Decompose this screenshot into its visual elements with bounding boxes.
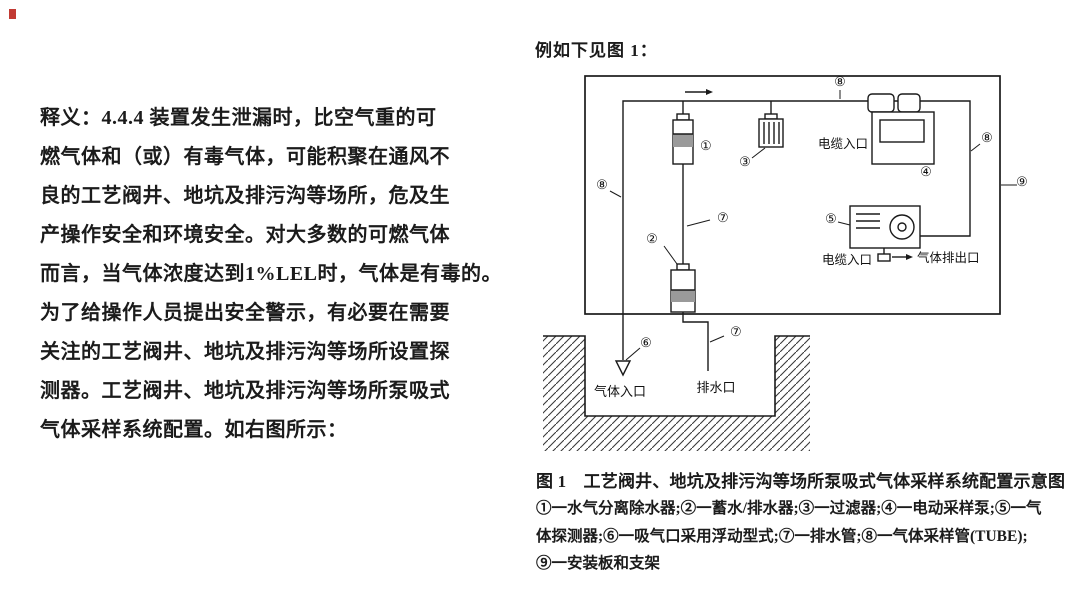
water-storage-drainer: [670, 263, 696, 313]
figure-legend: ①一水气分离除水器;②一蓄水/排水器;③一过滤器;④一电动采样泵;⑤一气 体探测…: [536, 495, 1041, 578]
enclosure-panel: [584, 75, 1001, 315]
label-4-icon: ④: [920, 164, 932, 179]
filter-component: [758, 101, 784, 148]
cable-inlet-label: 电缆入口: [818, 137, 868, 151]
piping-and-components: [584, 75, 1017, 377]
legend-line: ⑨一安装板和支架: [536, 555, 661, 572]
gas-inlet-label: 气体入口: [594, 384, 646, 399]
text-line: 产操作安全和环境安全。对大多数的可燃气体: [40, 224, 450, 246]
flow-arrow-head: [706, 89, 713, 95]
text-line: 气体采样系统配置。如右图所示：: [40, 419, 348, 441]
text-line: 关注的工艺阀井、地坑及排污沟等场所设置探: [40, 341, 450, 363]
gas-outlet-label: 气体排出口: [917, 250, 980, 265]
figure-intro: 例如下见图 1：: [535, 41, 658, 60]
text-line: 释义：4.4.4 装置发生泄漏时，比空气重的可: [40, 107, 437, 129]
label-8-icon: ⑧: [596, 177, 608, 192]
interpretation-paragraph: 释义：4.4.4 装置发生泄漏时，比空气重的可 燃气体和（或）有毒气体，可能积聚…: [40, 99, 545, 450]
text-line: 为了给操作人员提出安全警示，有必要在需要: [40, 302, 450, 324]
sampling-tube-main: [622, 100, 971, 360]
label-5-icon: ⑤: [825, 211, 837, 226]
water-gas-separator: [672, 101, 694, 165]
diagram-labels: ① ② ③ ④ ⑤ ⑥ ⑦ ⑦ ⑧ ⑧ ⑧ ⑨ 电缆入口 电缆入口 气体排出口 …: [594, 74, 1028, 399]
gas-outlet-arrow-head: [906, 254, 913, 260]
cable-inlet-label: 电缆入口: [822, 253, 872, 267]
electric-sampling-pump: [867, 93, 935, 165]
label-7-icon: ⑦: [717, 210, 729, 225]
legend-line: 体探测器;⑥一吸气口采用浮动型式;⑦一排水管;⑧一气体采样管(TUBE);: [536, 527, 1028, 545]
text-line: 测器。工艺阀井、地坑及排污沟等场所泵吸式: [40, 380, 450, 402]
drain-outlet-label: 排水口: [696, 380, 735, 395]
legend-line: ①一水气分离除水器;②一蓄水/排水器;③一过滤器;④一电动采样泵;⑤一气: [536, 500, 1042, 517]
label-8-icon: ⑧: [834, 74, 846, 89]
pit-outline: [543, 335, 810, 417]
text-line: 燃气体和（或）有毒气体，可能积聚在通风不: [40, 146, 450, 168]
label-6-icon: ⑥: [640, 335, 652, 350]
red-marker: [9, 9, 16, 19]
drain-pipe: [682, 312, 709, 371]
figure-caption: 图 1 工艺阀井、地坑及排污沟等场所泵吸式气体采样系统配置示意图: [536, 472, 1066, 491]
label-1-icon: ①: [700, 138, 712, 153]
floating-suction-port: [614, 360, 632, 377]
ground-hatch: [543, 336, 810, 451]
leader-lines: [609, 90, 1017, 361]
label-8-icon: ⑧: [981, 130, 993, 145]
label-7-icon: ⑦: [730, 324, 742, 339]
label-2-icon: ②: [646, 231, 658, 246]
figure-1-diagram: ① ② ③ ④ ⑤ ⑥ ⑦ ⑦ ⑧ ⑧ ⑧ ⑨ 电缆入口 电缆入口 气体排出口 …: [543, 74, 1028, 451]
label-9-icon: ⑨: [1016, 174, 1028, 189]
text-line: 而言，当气体浓度达到1%LEL时，气体是有毒的。: [40, 263, 503, 285]
label-3-icon: ③: [739, 154, 751, 169]
text-line: 良的工艺阀井、地坑及排污沟等场所，危及生: [40, 185, 450, 207]
gas-detector: [849, 205, 921, 262]
